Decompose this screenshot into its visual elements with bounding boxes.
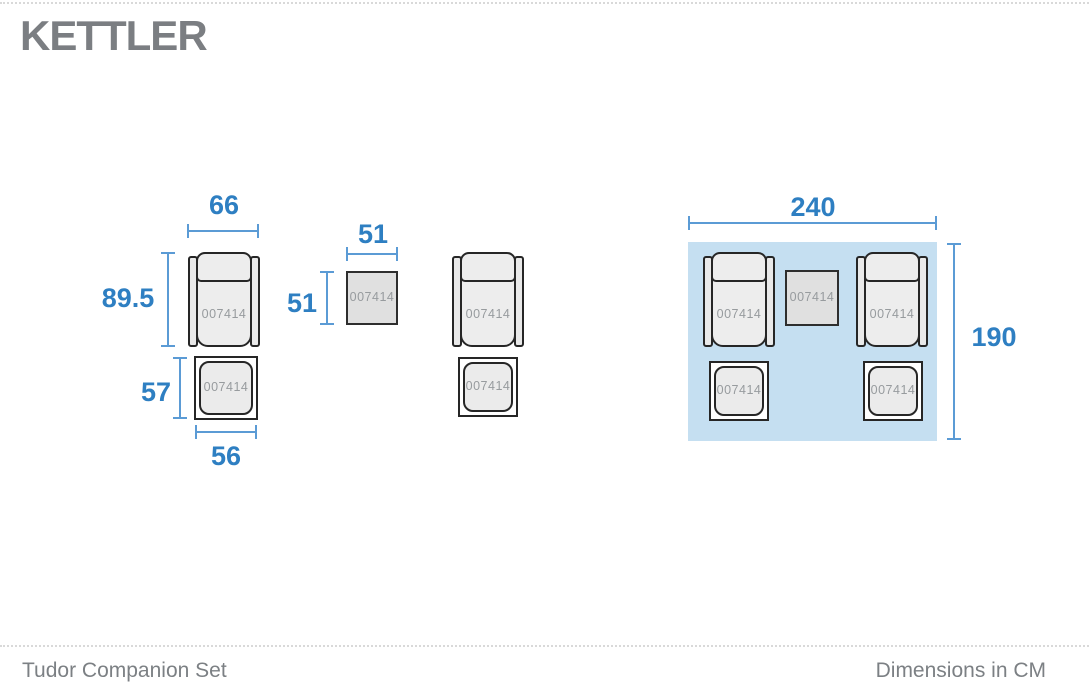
product-code-label: 007414 (201, 307, 247, 321)
footstool-cushion (714, 366, 764, 416)
product-code-label: 007414 (789, 290, 835, 304)
layout-footstool-right: 007414 (863, 361, 923, 421)
product-code-label: 007414 (465, 379, 511, 393)
set-height-dimension-line (947, 243, 961, 440)
set-height-label: 190 (971, 322, 1017, 352)
backrest (864, 252, 920, 282)
footstool-height-label: 57 (140, 377, 172, 407)
backrest (711, 252, 767, 282)
product-code-label: 007414 (869, 307, 915, 321)
product-code-label: 007414 (716, 383, 762, 397)
footstool-cushion (463, 362, 513, 412)
footstool-topview-right: 007414 (458, 357, 518, 417)
table-width-dimension-line (346, 247, 398, 261)
armchair-width-label: 66 (208, 190, 240, 220)
set-width-dimension-line (688, 216, 937, 230)
armchair-height-label: 89.5 (101, 283, 155, 313)
footstool-width-dimension-line (195, 425, 257, 439)
armchair-topview: 007414 (188, 252, 260, 347)
layout-armchair-right: 007414 (856, 252, 928, 347)
layout-armchair-left: 007414 (703, 252, 775, 347)
footstool-topview: 007414 (194, 356, 258, 420)
backrest (196, 252, 252, 282)
footstool-cushion (199, 361, 253, 415)
armchair-width-dimension-line (187, 224, 259, 238)
seat-cushion (460, 276, 516, 347)
table-height-label: 51 (286, 288, 318, 318)
units-note: Dimensions in CM (875, 659, 1046, 682)
product-code-label: 007414 (349, 290, 395, 304)
set-width-label: 240 (790, 192, 836, 222)
product-code-label: 007414 (870, 383, 916, 397)
product-code-label: 007414 (716, 307, 762, 321)
layout-side-table: 007414 (785, 270, 839, 326)
product-code-label: 007414 (465, 307, 511, 321)
bottom-dotted-divider (0, 645, 1089, 647)
side-table-topview: 007414 (346, 271, 398, 325)
armchair-height-dimension-line (161, 252, 175, 347)
footstool-height-dimension-line (173, 357, 187, 419)
footstool-cushion (868, 366, 918, 416)
top-dotted-divider (0, 2, 1089, 4)
backrest (460, 252, 516, 282)
kettler-logo: KETTLER (20, 12, 208, 59)
seat-cushion (196, 276, 252, 347)
layout-footstool-left: 007414 (709, 361, 769, 421)
table-height-dimension-line (320, 271, 334, 325)
product-name: Tudor Companion Set (22, 659, 227, 682)
footstool-width-label: 56 (210, 441, 242, 471)
table-width-label: 51 (357, 219, 389, 249)
armchair-topview-right: 007414 (452, 252, 524, 347)
product-code-label: 007414 (203, 380, 249, 394)
